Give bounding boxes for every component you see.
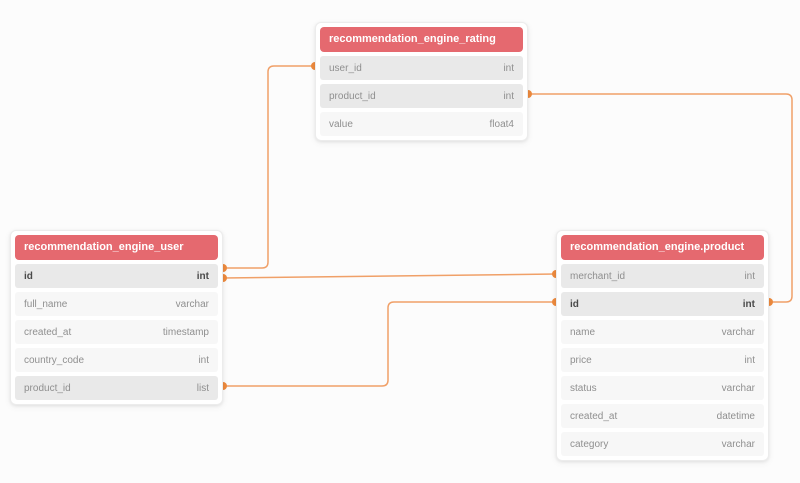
- field-type: int: [744, 270, 755, 282]
- table-card-user[interactable]: recommendation_engine_user id int full_nam…: [10, 230, 223, 405]
- field-name: full_name: [24, 298, 68, 310]
- field-type: varchar: [175, 298, 209, 310]
- table-row-product-name[interactable]: name varchar: [561, 320, 764, 344]
- table-row-product-price[interactable]: price int: [561, 348, 764, 372]
- relationship-line-1: [222, 273, 557, 279]
- table-header-user[interactable]: recommendation_engine_user: [15, 235, 218, 260]
- table-card-product[interactable]: recommendation_engine.product merchant_i…: [556, 230, 769, 461]
- relationship-line-0: [223, 65, 315, 269]
- field-name: user_id: [329, 62, 362, 74]
- table-row-product-merchant_id[interactable]: merchant_id int: [561, 264, 764, 288]
- field-type: varchar: [721, 382, 755, 394]
- field-type: list: [196, 382, 209, 394]
- table-header-product[interactable]: recommendation_engine.product: [561, 235, 764, 260]
- table-row-user-created_at[interactable]: created_at timestamp: [15, 320, 218, 344]
- field-name: name: [570, 326, 596, 338]
- table-row-rating-user_id[interactable]: user_id int: [320, 56, 523, 80]
- field-type: int: [196, 270, 209, 282]
- table-rows-user: id int full_name varchar created_at timestamp…: [15, 264, 218, 400]
- field-name: value: [329, 118, 353, 130]
- field-type: float4: [489, 118, 514, 130]
- field-name: created_at: [570, 410, 618, 422]
- field-type: int: [198, 354, 209, 366]
- table-row-product-created_at[interactable]: created_at datetime: [561, 404, 764, 428]
- table-row-user-country_code[interactable]: country_code int: [15, 348, 218, 372]
- table-header-rating[interactable]: recommendation_engine_rating: [320, 27, 523, 52]
- field-type: varchar: [721, 438, 755, 450]
- field-name: price: [570, 354, 592, 366]
- table-row-rating-product_id[interactable]: product_id int: [320, 84, 523, 108]
- field-name: category: [570, 438, 609, 450]
- field-name: id: [570, 298, 579, 310]
- table-row-product-id[interactable]: id int: [561, 292, 764, 316]
- field-name: product_id: [24, 382, 71, 394]
- field-type: varchar: [721, 326, 755, 338]
- field-type: int: [742, 298, 755, 310]
- field-name: created_at: [24, 326, 72, 338]
- table-row-product-status[interactable]: status varchar: [561, 376, 764, 400]
- field-type: timestamp: [162, 326, 209, 338]
- field-name: status: [570, 382, 597, 394]
- field-type: int: [503, 62, 514, 74]
- field-name: merchant_id: [570, 270, 626, 282]
- table-row-user-product_id[interactable]: product_id list: [15, 376, 218, 400]
- table-row-rating-value[interactable]: value float4: [320, 112, 523, 136]
- field-type: int: [503, 90, 514, 102]
- field-name: product_id: [329, 90, 376, 102]
- field-type: int: [744, 354, 755, 366]
- relationship-line-2: [223, 301, 556, 387]
- table-row-product-category[interactable]: category varchar: [561, 432, 764, 456]
- table-row-user-id[interactable]: id int: [15, 264, 218, 288]
- table-row-user-full_name[interactable]: full_name varchar: [15, 292, 218, 316]
- field-name: country_code: [24, 354, 85, 366]
- field-name: id: [24, 270, 33, 282]
- field-type: datetime: [716, 410, 755, 422]
